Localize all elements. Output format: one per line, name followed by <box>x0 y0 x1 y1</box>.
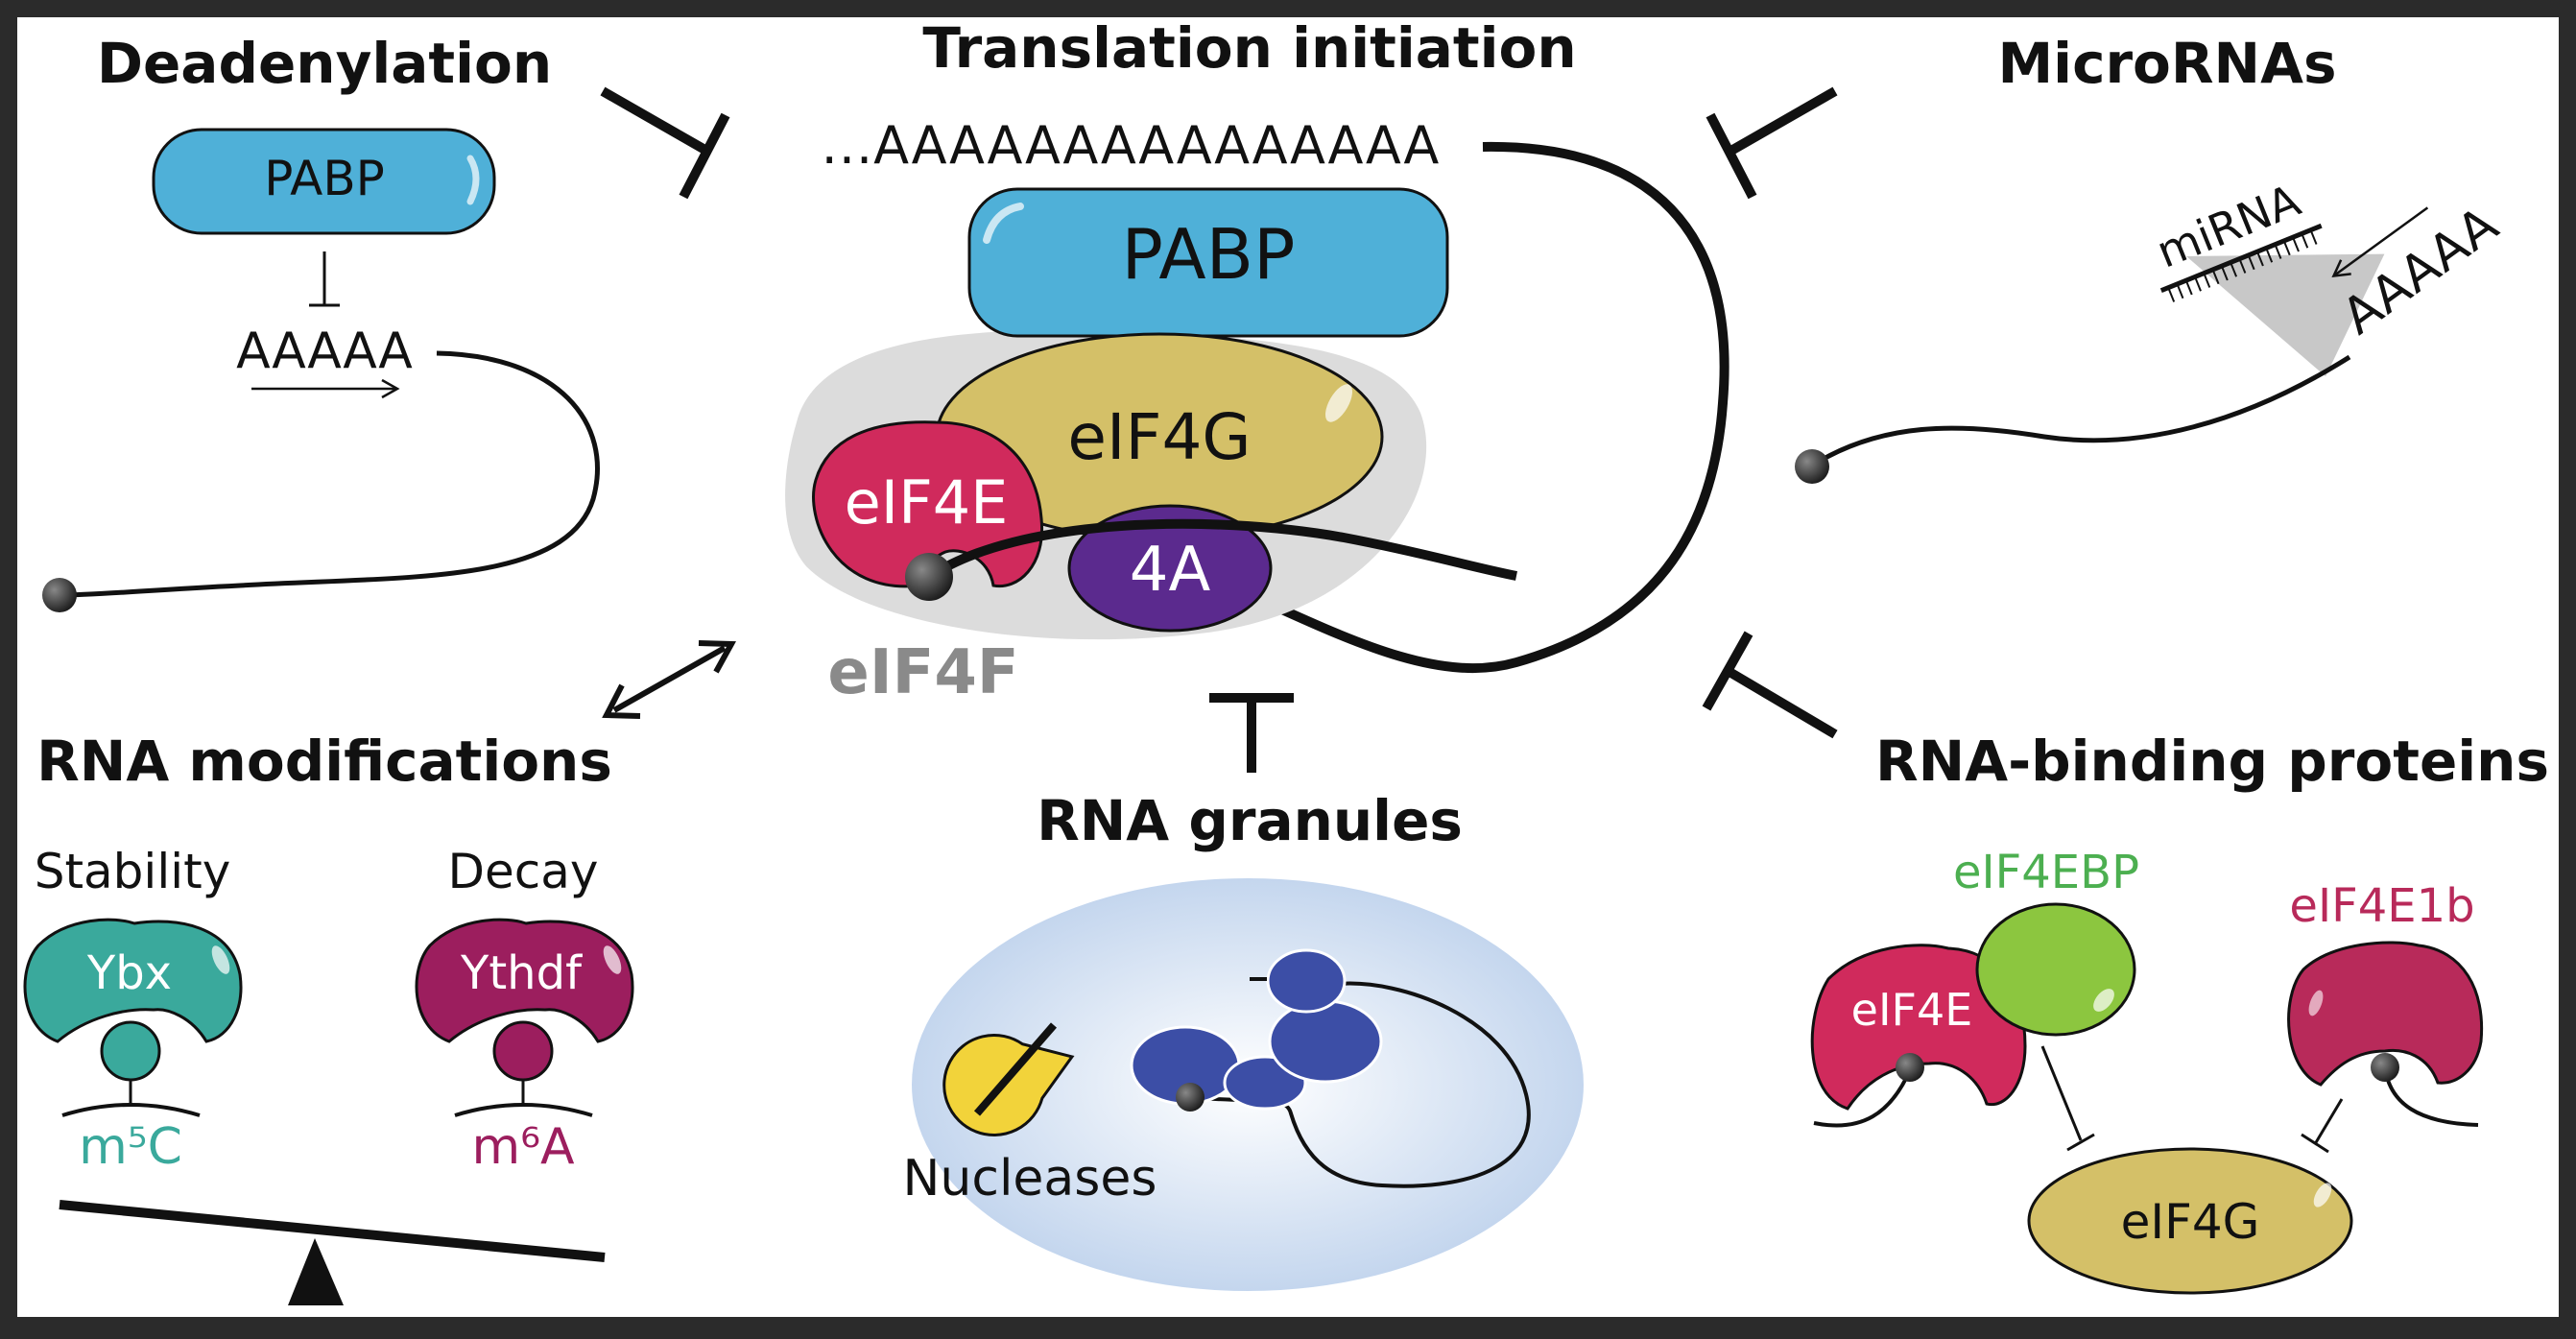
nuclease-blocked-slash <box>973 1022 1058 1116</box>
translation-title: Translation initiation <box>922 15 1576 81</box>
rbp-inhibition-bar <box>1702 631 1753 711</box>
rna-modifications-title: RNA modifications <box>36 729 612 794</box>
mrna-5prime-segment <box>928 518 1517 581</box>
m5c-label: m⁵C <box>79 1118 182 1176</box>
deadenylation-mrna-cap <box>42 578 77 612</box>
microrna-inhibition-bar <box>1705 112 1757 200</box>
eif4a-protein <box>1067 504 1273 633</box>
translation-initiation-panel: Translation initiation ...AAAAAAAAAAAAAA… <box>785 15 1729 708</box>
inhibition-arrows <box>600 86 1838 773</box>
eif4ebp-highlight <box>2093 989 2114 1012</box>
rna-binding-proteins-panel: RNA-binding proteins eIF4EBP eIF4E1b eIF… <box>1810 729 2549 1295</box>
eif4a-label: 4A <box>1130 535 1211 606</box>
m6a-rna <box>454 1103 593 1117</box>
eif4e1b-cap <box>2371 1053 2399 1082</box>
eif4e-protein <box>812 420 1044 588</box>
eif4e1b-protein <box>2287 941 2484 1087</box>
eif4e1b-inhibition-line <box>2313 1098 2344 1145</box>
pabp-label: PABP <box>1122 214 1296 295</box>
deadenylation-pabp-label: PABP <box>264 151 385 206</box>
rna-modifications-panel: RNA modifications Stability Decay Ybx m⁵… <box>23 729 634 1305</box>
balance-scale-icon <box>288 1238 344 1305</box>
ythdf-highlight <box>603 945 622 974</box>
ythdf-protein <box>415 918 634 1043</box>
eif4e1b-inhibition-bar <box>2301 1133 2329 1154</box>
rbp-eif4g-highlight <box>2313 1183 2332 1207</box>
mirna-base-pairs <box>2168 231 2318 302</box>
rna-granules-panel: RNA granules Nucleases <box>903 788 1584 1291</box>
deadenylation-direction-arrow-icon <box>381 378 400 399</box>
rna-granules-title: RNA granules <box>1037 788 1463 853</box>
rbp-eif4e-label: eIF4E <box>1851 984 1973 1036</box>
granule-mrna-cap <box>1176 1083 1205 1112</box>
ribosome-3 <box>1268 999 1383 1084</box>
deadenylation-panel: Deadenylation PABP AAAAA <box>42 31 600 612</box>
eif4g-label: eIF4G <box>1067 400 1251 474</box>
microrna-mrna-cap <box>1795 449 1829 484</box>
ybx-highlight <box>211 945 230 974</box>
deadenylation-pabp-protein <box>152 128 496 235</box>
m6a-label: m⁶A <box>471 1118 575 1176</box>
deadenylation-pabp-highlight <box>466 155 480 205</box>
microrna-mrna <box>1810 354 2351 468</box>
bidirectional-arrow-head-upper <box>698 640 737 674</box>
bidirectional-arrow-icon <box>612 645 727 713</box>
m5c-nucleotide <box>100 1020 161 1082</box>
deadenylation-polya-tail: AAAAA <box>236 323 413 380</box>
deadenylation-mrna <box>59 350 600 598</box>
bidirectional-arrow-head-lower <box>602 683 641 719</box>
rbp-eif4g-protein <box>2027 1147 2353 1295</box>
rbp-eif4e-cap <box>1896 1053 1924 1082</box>
mirna-cleavage-wedge <box>2186 253 2385 377</box>
micrornas-title: MicroRNAs <box>1997 31 2336 96</box>
ybx-protein <box>23 918 243 1043</box>
mrna-cap <box>905 553 953 601</box>
eif4f-label: eIF4F <box>827 637 1018 708</box>
rbp-eif4e-mrna <box>1813 1069 1912 1128</box>
nucleases-label: Nucleases <box>903 1150 1157 1207</box>
eif4e1b-label: eIF4E1b <box>2289 879 2474 933</box>
mirna-strand <box>2159 223 2323 293</box>
microrna-direction-arrow-icon <box>2331 259 2351 277</box>
ythdf-label: Ythdf <box>460 946 583 1000</box>
ribosome-4 <box>1266 948 1347 1014</box>
rbp-eif4g-label: eIF4G <box>2121 1194 2260 1250</box>
rna-binding-proteins-title: RNA-binding proteins <box>1875 729 2549 794</box>
balance-beam <box>59 1200 606 1262</box>
deadenylation-inhibition-bar <box>679 112 730 200</box>
rbp-inhibition-icon <box>1727 667 1838 739</box>
pabp-highlight <box>983 203 1024 244</box>
eif4ebp-inhibition-bar <box>2066 1133 2095 1152</box>
m6a-nucleotide <box>492 1020 554 1082</box>
translation-polya-tail: ...AAAAAAAAAAAAAAA <box>822 115 1441 176</box>
eif4e1b-highlight <box>2308 990 2324 1016</box>
deadenylation-title: Deadenylation <box>97 31 552 96</box>
decay-label: Decay <box>448 844 599 899</box>
microrna-inhibition-icon <box>1727 86 1838 156</box>
eif4e-label: eIF4E <box>845 467 1009 538</box>
eif4ebp-inhibition-line <box>2040 1045 2083 1141</box>
eif4ebp-label: eIF4EBP <box>1953 846 2139 899</box>
ybx-label: Ybx <box>86 946 172 1000</box>
deadenylation-inhibition-icon <box>600 86 711 156</box>
stability-label: Stability <box>35 844 231 899</box>
eif4g-highlight <box>1325 384 1352 422</box>
eif4ebp-protein <box>1975 902 2136 1037</box>
m5c-rna <box>61 1103 201 1117</box>
microrna-direction-arrow-shaft <box>2333 206 2429 276</box>
